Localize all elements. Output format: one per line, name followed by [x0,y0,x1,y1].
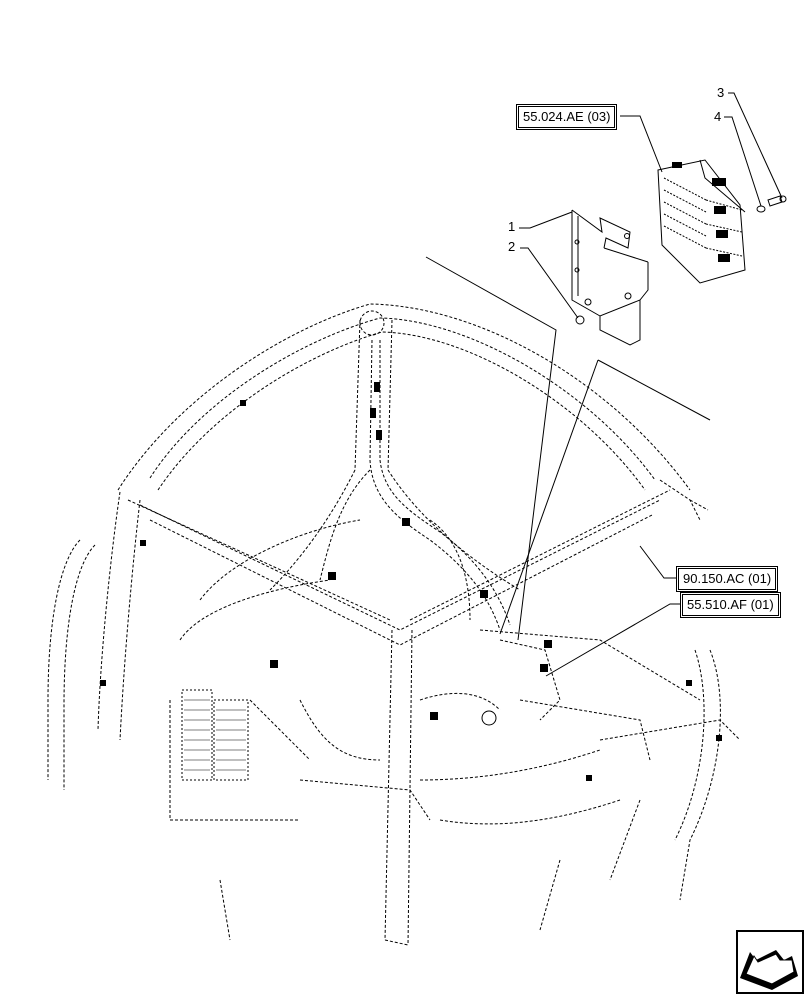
grommet [481,710,497,726]
bracket [571,209,649,346]
ecu-module [657,159,746,284]
nut [575,315,585,325]
callout-4: 4 [714,109,722,124]
leader-lines [425,92,783,677]
cab-roof-frame [47,303,741,946]
callout-3: 3 [717,85,725,100]
ref-wire-harness[interactable]: 55.510.AF (01) [680,592,781,618]
screw [767,195,787,207]
washer [756,205,766,213]
fuse-relay-block [181,689,249,781]
callout-1: 1 [508,219,516,234]
ref-cab-frame[interactable]: 90.150.AC (01) [675,566,779,592]
next-page-arrow-icon[interactable] [736,930,804,994]
harness-routing [249,339,561,761]
connectors [100,382,722,781]
callout-2: 2 [508,239,516,254]
ref-ecu[interactable]: 55.024.AE (03) [515,104,618,130]
